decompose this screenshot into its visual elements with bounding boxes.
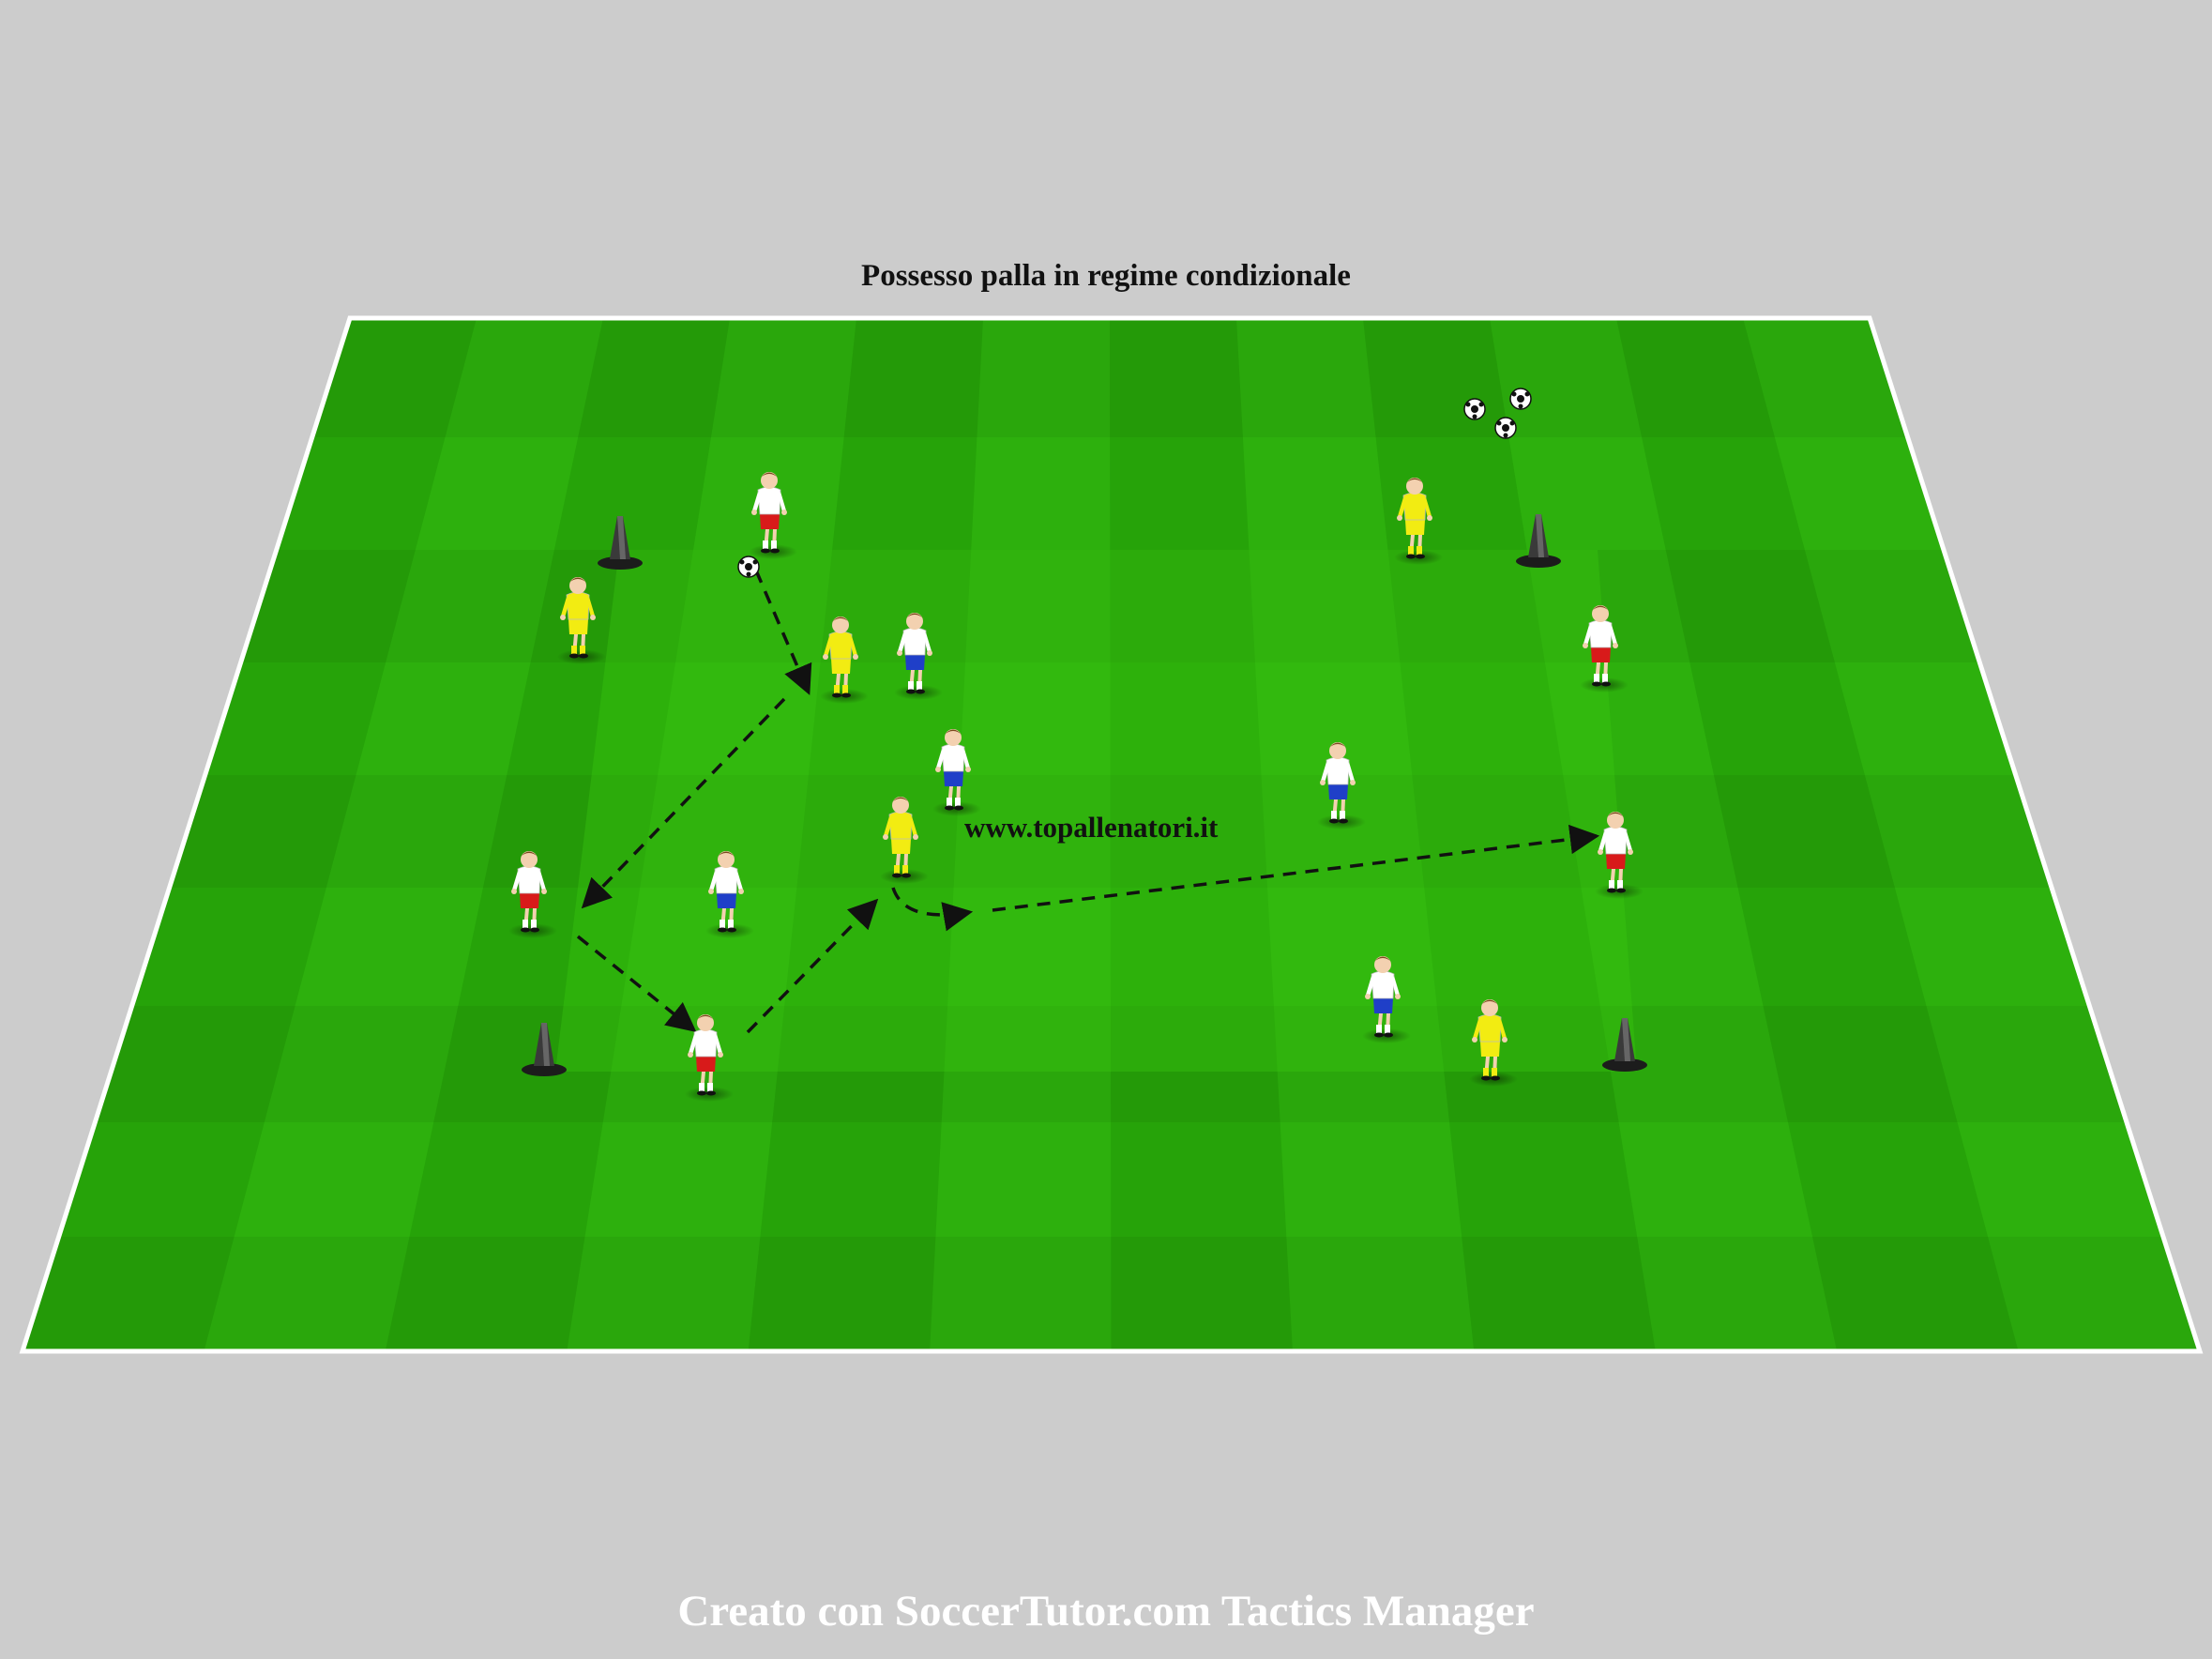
soccer-ball-icon — [1463, 398, 1486, 420]
player-blue-right-bottom — [1362, 956, 1411, 1043]
pitch — [19, 315, 2204, 1354]
pass-arrow-3 — [576, 935, 697, 1032]
player-red-top-left — [749, 472, 797, 559]
player-yellow-center — [880, 797, 929, 884]
player-blue-left-middle — [705, 851, 754, 938]
soccer-ball-icon — [1509, 388, 1532, 410]
cones — [522, 514, 1647, 1076]
player-red-right-middle — [1595, 812, 1644, 899]
footer-credit: Creato con SoccerTutor.com Tactics Manag… — [677, 1587, 1535, 1636]
pass-arrows — [576, 570, 1600, 1034]
player-red-right-top — [1580, 605, 1629, 693]
pass-arrow-5 — [891, 887, 974, 932]
balls — [737, 388, 1532, 578]
pass-arrow-4 — [746, 898, 879, 1034]
watermark-text: www.topallenatori.it — [964, 811, 1219, 844]
player-blue-center — [932, 729, 981, 816]
player-yellow-left-top — [557, 577, 606, 664]
cone-icon — [1602, 1018, 1647, 1072]
player-blue-right-middle — [1317, 742, 1366, 830]
pass-arrow-2 — [581, 697, 786, 909]
player-blue-center-top — [894, 613, 943, 700]
soccer-ball-icon — [737, 556, 760, 578]
cone-icon — [1516, 514, 1561, 568]
cone-icon — [598, 516, 643, 570]
inner-square — [555, 550, 1637, 1072]
pass-arrow-6 — [992, 824, 1600, 912]
player-red-left-middle — [508, 851, 557, 938]
player-yellow-top-right — [1394, 478, 1443, 565]
player-yellow-center-top — [820, 616, 869, 704]
player-yellow-right-bottom — [1469, 999, 1518, 1087]
soccer-ball-icon — [1494, 417, 1517, 439]
cone-icon — [522, 1023, 567, 1076]
player-red-bottom-left — [685, 1014, 734, 1102]
players — [508, 472, 1644, 1102]
diagram-title: Possesso palla in regime condizionale — [861, 259, 1351, 293]
